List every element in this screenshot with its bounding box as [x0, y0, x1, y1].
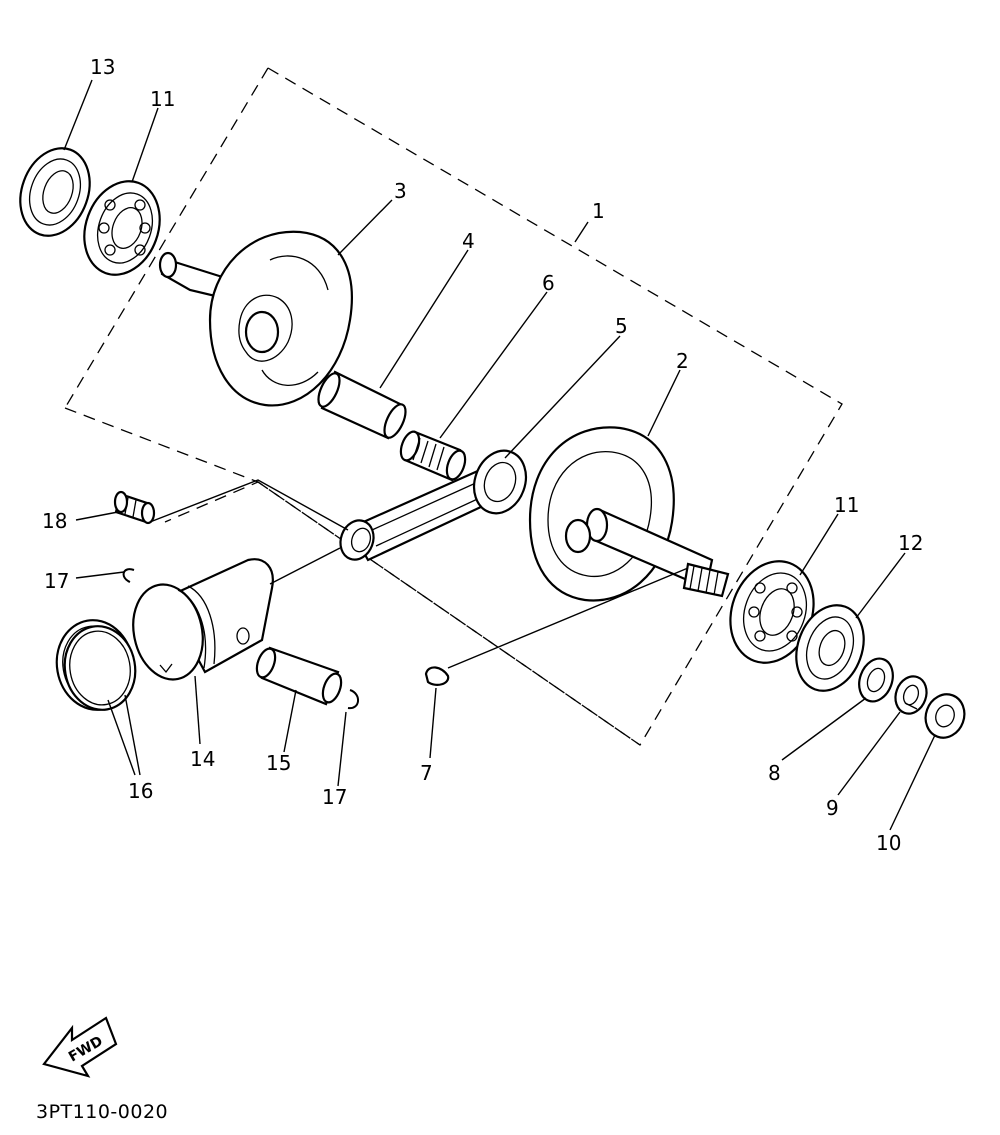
callout-15: 15: [266, 751, 291, 775]
callout-16: 16: [128, 779, 153, 803]
callout-3: 3: [394, 179, 407, 203]
callout-8: 8: [768, 761, 781, 785]
drawing-code: 3PT110-0020: [36, 1101, 168, 1123]
callout-2: 2: [676, 349, 689, 373]
callout-11-right: 11: [834, 493, 859, 517]
callout-17-right: 17: [322, 785, 347, 809]
crankshaft-assembly-boundary: [64, 67, 843, 746]
callout-17-left: 17: [44, 569, 69, 593]
callout-1: 1: [592, 199, 605, 223]
lock-washer: [894, 675, 928, 715]
callout-10: 10: [876, 831, 901, 855]
piston-pin-clip-right: [347, 689, 359, 710]
piston: [132, 558, 274, 681]
piston-pin-clip-left: [122, 568, 135, 583]
crank-half-left: [158, 230, 353, 407]
piston-rings: [55, 619, 137, 711]
callout-18: 18: [42, 509, 67, 533]
oil-seal-left: [19, 147, 91, 237]
callout-9: 9: [826, 796, 839, 820]
callout-6: 6: [542, 271, 555, 295]
small-end-bearing: [113, 490, 156, 525]
crankshaft-nut: [924, 693, 966, 739]
callout-5: 5: [615, 314, 628, 338]
piston-pin: [255, 646, 343, 706]
callout-11-left: 11: [150, 87, 175, 111]
crank-pin: [317, 370, 407, 440]
connecting-rod: [339, 449, 528, 562]
callout-13: 13: [90, 55, 115, 79]
needle-bearing-big-end: [399, 430, 467, 482]
woodruff-key: [424, 666, 450, 686]
callout-7: 7: [420, 761, 433, 785]
crank-half-right: [528, 426, 730, 602]
plain-washer: [858, 657, 894, 703]
callout-12: 12: [898, 531, 923, 555]
forward-arrow-icon: FWD: [42, 1016, 118, 1078]
leader-lines: [63, 79, 936, 831]
callout-14: 14: [190, 747, 215, 771]
oil-seal-right: [795, 604, 865, 692]
bearing-left: [83, 180, 161, 276]
callout-4: 4: [462, 229, 475, 253]
callout-numbers: 1 2 3 4 5 6 7 8 9 10 11 11 12 13 14 15 1…: [42, 55, 923, 855]
